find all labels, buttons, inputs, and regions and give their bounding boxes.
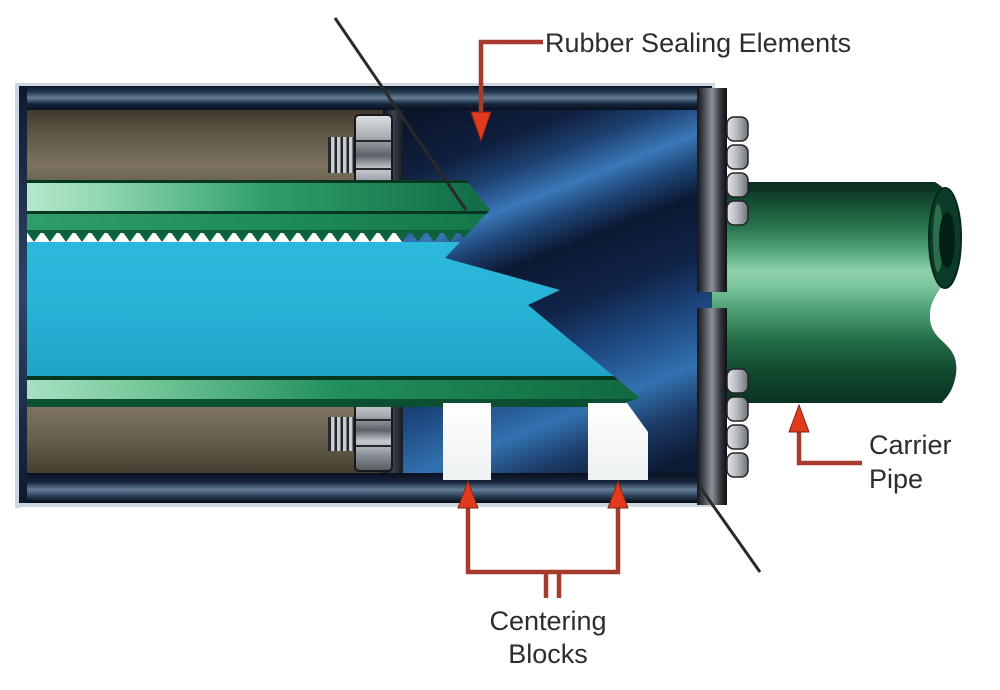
carrier-pipe-label-line1: Carrier bbox=[869, 430, 952, 460]
arrow-head-up bbox=[788, 403, 810, 433]
end-seal-clamp-band bbox=[697, 88, 749, 505]
cutaway-line-lower bbox=[698, 486, 762, 573]
carrier-pipe-label: Carrier Pipe bbox=[869, 428, 952, 496]
rubber-sealing-elements-label: Rubber Sealing Elements bbox=[545, 28, 852, 58]
carrier-pipe-label-line2: Pipe bbox=[869, 464, 924, 494]
centering-blocks-label-arrow bbox=[457, 479, 629, 598]
casing-outline bbox=[15, 83, 715, 508]
carrier-pipe-wall-top-edge bbox=[26, 180, 640, 183]
casing-left-edge bbox=[19, 86, 27, 503]
cutaway-line-upper bbox=[333, 17, 468, 211]
casing-top-wall bbox=[20, 86, 712, 110]
centering-block-left bbox=[443, 403, 491, 480]
centering-blocks-label: Centering Blocks bbox=[448, 605, 648, 671]
centering-block-right bbox=[588, 403, 648, 480]
carrier-pipe-body bbox=[700, 182, 962, 403]
bolt-hex-nut bbox=[354, 396, 393, 472]
arrow-head-up bbox=[607, 479, 629, 509]
clamp-hex-nuts-top bbox=[726, 116, 749, 226]
seal-label-arrow bbox=[470, 39, 543, 143]
arrow-head-down bbox=[470, 111, 492, 143]
carrier-pipe-label-arrow bbox=[788, 403, 862, 466]
carrier-pipe-bore-hole bbox=[939, 212, 955, 268]
pipe-serrations bbox=[26, 231, 486, 243]
clamp-hex-nuts-bottom bbox=[726, 368, 749, 478]
arrow-head-up bbox=[457, 479, 479, 509]
centering-blocks-label-line1: Centering bbox=[489, 606, 607, 636]
carrier-pipe-exit bbox=[700, 182, 962, 403]
carrier-pipe-wall-bottom bbox=[26, 380, 640, 399]
centering-blocks-label-line2: Blocks bbox=[508, 639, 588, 669]
